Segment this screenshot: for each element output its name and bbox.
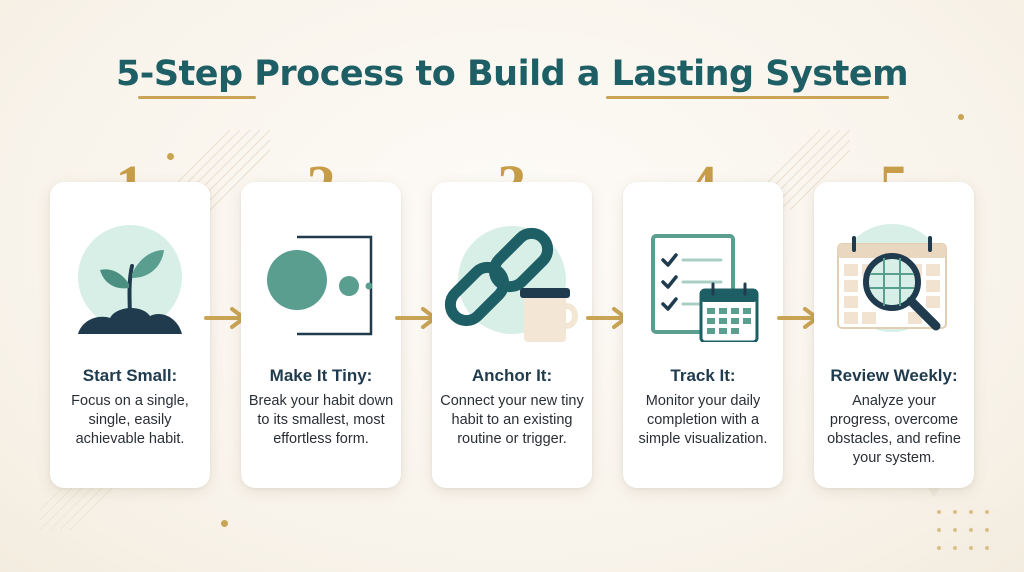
step-description: Analyze your progress, overcome obstacle… bbox=[827, 393, 961, 466]
shrinking-circles-icon bbox=[267, 235, 373, 336]
sprout-icon bbox=[78, 225, 182, 334]
step-description: Monitor your daily completion with a sim… bbox=[638, 393, 768, 447]
step-card-4: Track It: Monitor your daily completion … bbox=[623, 182, 783, 488]
step-title: Start Small: bbox=[82, 366, 178, 385]
title-highlight: Lasting System bbox=[611, 54, 909, 94]
step-description: Connect your new tiny habit to an existi… bbox=[440, 393, 584, 447]
title-underline-right bbox=[606, 96, 889, 99]
step-description: Focus on a single, single, easily achiev… bbox=[71, 393, 189, 447]
step-card-3: Anchor It: Connect your new tiny habit t… bbox=[432, 182, 592, 488]
decor-pointer bbox=[926, 485, 942, 497]
chain-link-cup-icon bbox=[444, 226, 578, 342]
step-card-2: Make It Tiny: Break your habit down to i… bbox=[241, 182, 401, 488]
title-underline-left bbox=[138, 96, 256, 99]
decor-dot bbox=[167, 153, 174, 160]
checklist-calendar-icon bbox=[651, 234, 759, 342]
step-description: Break your habit down to its smallest, m… bbox=[248, 393, 394, 447]
step-title: Track It: bbox=[670, 366, 736, 385]
title-text: 5-Step Process to Build a bbox=[115, 54, 612, 94]
step-title: Anchor It: bbox=[471, 366, 553, 385]
page-title: 5-Step Process to Build a Lasting System bbox=[0, 54, 1024, 94]
decor-dot bbox=[958, 114, 964, 120]
calendar-magnifier-icon bbox=[837, 224, 947, 332]
decor-dot bbox=[221, 520, 228, 527]
step-card-1: Start Small: Focus on a single, single, … bbox=[50, 182, 210, 488]
step-title: Review Weekly: bbox=[830, 366, 958, 385]
decor-dot-grid bbox=[937, 510, 989, 550]
step-title: Make It Tiny: bbox=[269, 366, 373, 385]
step-card-5: Review Weekly: Analyze your progress, ov… bbox=[814, 182, 974, 488]
